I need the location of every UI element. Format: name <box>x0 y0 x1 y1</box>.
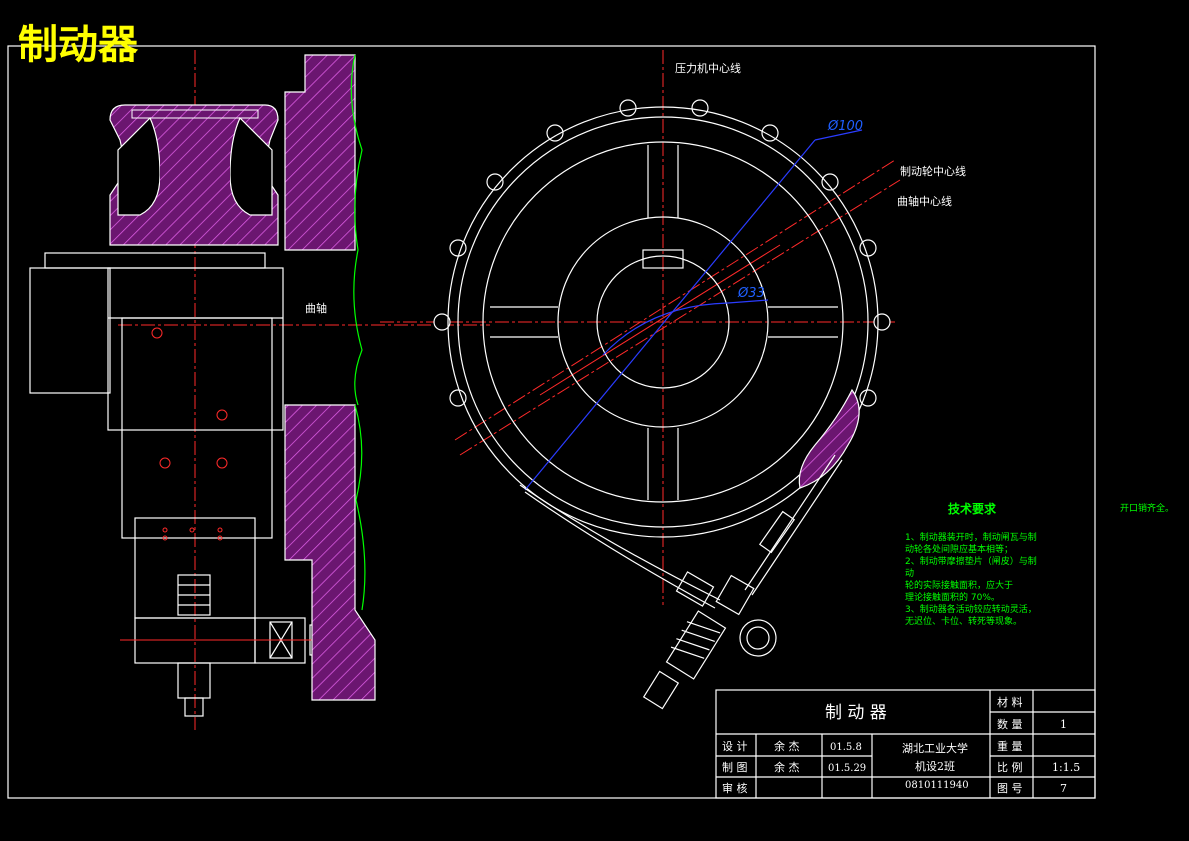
material-label: 材 料 <box>997 695 1023 709</box>
draw-label: 制 图 <box>722 761 748 774</box>
sheet-label: 图 号 <box>997 782 1023 795</box>
draw-name: 余 杰 <box>774 760 800 774</box>
drawing-title: 制动器 <box>18 22 139 68</box>
weight-label: 重 量 <box>997 739 1023 753</box>
label-brake-wheel-centerline: 制动轮中心线 <box>900 164 966 178</box>
school-name: 湖北工业大学 <box>902 741 968 755</box>
tech-line: 动 <box>905 568 914 579</box>
wheel-hub <box>596 255 730 389</box>
tech-line: 无迟位、卡位、转死等现象。 <box>905 615 1022 627</box>
wheel-rim <box>482 141 844 503</box>
label-crankshaft-centerline: 曲轴中心线 <box>897 194 952 208</box>
open-pin-note: 开口销齐全。 <box>1120 502 1174 514</box>
part-name: 制 动 器 <box>825 703 887 723</box>
tech-line: 动轮各处间隙应基本相等； <box>905 543 1013 555</box>
scale-label: 比 例 <box>997 760 1023 774</box>
side-view: 曲轴 <box>29 50 490 730</box>
design-name: 余 杰 <box>774 739 800 753</box>
class-name: 机设2班 <box>915 759 955 773</box>
technical-requirements: 技术要求 1、制动器装开时，制动闸瓦与制 动轮各处间隙应基本相等； 2、制动带摩… <box>905 501 1174 627</box>
check-label: 审 核 <box>722 781 748 795</box>
scale-value: 1:1.5 <box>1052 761 1080 774</box>
dim-diameter-inner: Ø33 <box>737 286 765 301</box>
tech-line: 3、制动器各活动铰应转动灵活， <box>905 603 1037 615</box>
label-pressure-centerline: 压力机中心线 <box>675 61 741 75</box>
front-view: 压力机中心线 制动轮中心线 曲轴中心线 <box>380 50 966 710</box>
label-crankshaft: 曲轴 <box>305 301 327 315</box>
brake-band-lugs <box>433 99 891 407</box>
design-date: 01.5.8 <box>830 742 862 753</box>
tech-line: 1、制动器装开时，制动闸瓦与制 <box>905 531 1037 543</box>
pivot-pin <box>739 619 777 657</box>
brake-band-outer <box>447 106 879 538</box>
student-id: 0810111940 <box>905 780 969 791</box>
tech-heading: 技术要求 <box>948 501 997 516</box>
tech-line: 轮的实际接触面积，应大于 <box>905 579 1013 591</box>
qty-label: 数 量 <box>997 718 1023 731</box>
sheet-value: 7 <box>1060 782 1067 795</box>
dim-diameter-outer: Ø100 <box>827 119 863 134</box>
qty-value: 1 <box>1060 718 1067 731</box>
frame-section-lower <box>284 404 376 701</box>
design-label: 设 计 <box>722 740 748 753</box>
keyway <box>642 249 684 269</box>
spring <box>665 610 727 680</box>
brake-lining <box>798 388 860 489</box>
tech-line: 理论接触面积的 70%。 <box>905 591 1000 603</box>
draw-date: 01.5.29 <box>828 763 866 774</box>
title-block: 制 动 器 材 料 数 量 1 重 量 比 例 1:1.5 图 号 7 设 计 … <box>715 689 1096 799</box>
frame-section-upper <box>284 54 356 251</box>
drawing-border <box>7 45 1096 799</box>
tech-line: 2、制动带摩擦垫片（闸皮）与制 <box>905 555 1037 567</box>
